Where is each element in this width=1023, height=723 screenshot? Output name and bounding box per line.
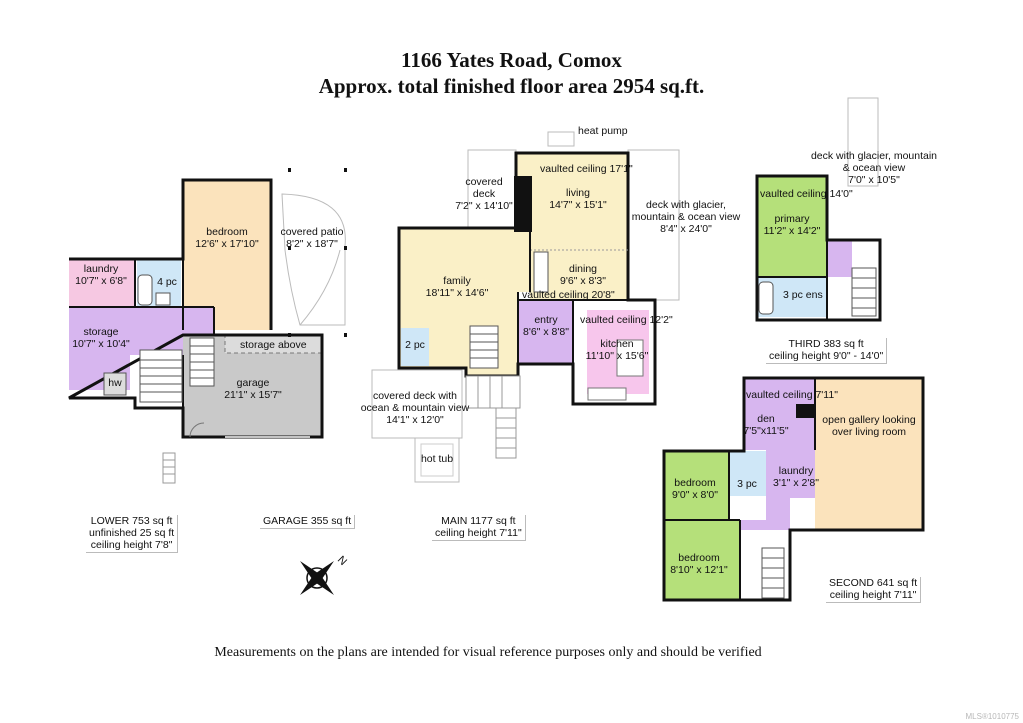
kitchen-island xyxy=(616,339,644,377)
lower-bedroom-room xyxy=(183,180,271,330)
bath-2pc-room xyxy=(401,328,429,366)
kitchen-vaulted-label: vaulted ceiling 12'2" xyxy=(580,314,673,326)
disclaimer-text: Measurements on the plans are intended f… xyxy=(214,645,762,660)
third-exterior-wall xyxy=(755,174,882,322)
laundry-lower-room xyxy=(69,259,135,307)
bath-3pc-room xyxy=(729,451,766,496)
primary-room xyxy=(757,176,827,277)
second-exterior-wall xyxy=(662,376,925,602)
hw-closet xyxy=(103,372,127,396)
mls-watermark: MLS®1010775 xyxy=(965,712,1020,721)
bedroom-b-room xyxy=(664,520,740,600)
third-floor-plan xyxy=(755,97,882,322)
heat-pump-label: heat pump xyxy=(578,125,628,137)
black-block xyxy=(796,404,816,418)
second-floor-plan xyxy=(662,376,925,602)
ens-3pc-label: 3 pc ens xyxy=(783,289,823,301)
den-vaulted-label: vaulted ceiling 7'11" xyxy=(746,389,838,401)
bath-2pc-label: 2 pc xyxy=(405,339,425,351)
storage-above-band xyxy=(224,335,322,354)
hw-label: hw xyxy=(108,377,122,389)
address-title: 1166 Yates Road, Comox xyxy=(401,48,622,72)
lower-floor-plan xyxy=(68,168,347,484)
hot-tub-outline xyxy=(414,437,460,483)
storage-room xyxy=(69,307,214,390)
garage-room xyxy=(183,335,322,437)
deck-third-outline xyxy=(847,97,879,187)
hot-tub-label: hot tub xyxy=(420,453,454,465)
total-area-title: Approx. total finished floor area 2954 s… xyxy=(318,74,705,98)
bath-3pc-label: 3 pc xyxy=(737,478,757,490)
bathtub-icon xyxy=(137,274,153,306)
primary-vaulted-label: vaulted ceiling 14'0" xyxy=(760,188,853,200)
covered-patio-outline xyxy=(281,193,346,326)
covered-deck-outline xyxy=(467,149,517,231)
living-vaulted-label: vaulted ceiling 17'1" xyxy=(540,163,633,175)
entry-room xyxy=(518,300,573,364)
gallery-area xyxy=(815,378,923,530)
compass-rose xyxy=(300,561,334,595)
storage-above-label: storage above xyxy=(240,339,307,351)
heat-pump-box xyxy=(547,131,575,147)
covered-deck-ocean-outline xyxy=(371,369,463,439)
deck-main-outline xyxy=(627,149,680,301)
main-floor-plan xyxy=(371,131,680,483)
dining-vaulted-label: vaulted ceiling 20'8" xyxy=(522,289,615,301)
bath-4pc-label: 4 pc xyxy=(157,276,177,288)
living-room xyxy=(516,153,628,250)
garage-summary: GARAGE 355 sq ft xyxy=(260,515,356,529)
fireplace xyxy=(514,176,532,232)
bedroom-a-room xyxy=(664,451,729,520)
